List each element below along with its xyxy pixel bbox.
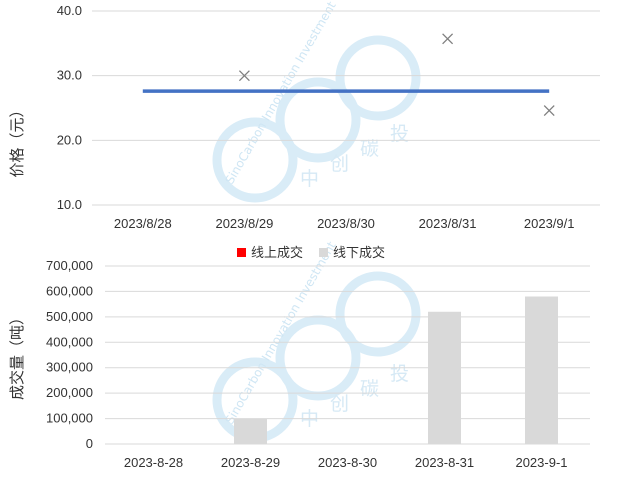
legend-label: 线下成交 [333, 245, 385, 261]
price-x-tick: 2023/8/28 [114, 216, 172, 231]
price-point-marker [442, 33, 454, 45]
price-chart: 10.0 20.0 30.0 40.0 2023/8/28 2023/8/29 2023/8… [8, 3, 600, 231]
volume-y-tick: 0 [86, 436, 93, 451]
price-y-tick: 20.0 [57, 132, 82, 147]
volume-chart: 0 100,000 200,000 300,000 400,000 500,000 600,… [8, 245, 590, 470]
price-point-marker [238, 70, 250, 82]
watermark-logo-bottom: SinoCarbon Innovation Investment 中 创 碳 投 [212, 239, 421, 443]
volume-x-tick: 2023-8-29 [221, 455, 280, 470]
volume-y-tick: 500,000 [46, 309, 93, 324]
watermark-cn-1: 中 [300, 168, 319, 190]
price-x-tick: 2023/8/31 [419, 216, 477, 231]
watermark-logo-top: SinoCarbon Innovation Investment 中 创 碳 投 [212, 0, 421, 203]
legend-label: 线上成交 [251, 245, 303, 261]
volume-bar-offline [525, 296, 558, 444]
price-x-tick: 2023/8/29 [215, 216, 273, 231]
price-point-marker [543, 105, 555, 117]
price-y-tick: 10.0 [57, 197, 82, 212]
price-y-tick: 40.0 [57, 3, 82, 18]
watermark-cn-3: 碳 [360, 138, 379, 160]
price-y-tick: 30.0 [57, 68, 82, 83]
watermark-cn-8: 投 [390, 363, 409, 385]
watermark-cn-6: 创 [330, 393, 349, 415]
watermark-cn-7: 碳 [360, 378, 379, 400]
volume-x-tick: 2023-9-1 [515, 455, 567, 470]
watermark-cn-4: 投 [390, 123, 409, 145]
volume-y-tick: 200,000 [46, 385, 93, 400]
price-y-axis-label: 价格（元） [8, 102, 26, 177]
legend-swatch [237, 248, 246, 257]
volume-y-axis-label: 成交量（吨） [8, 310, 26, 400]
volume-x-tick: 2023-8-28 [124, 455, 183, 470]
volume-x-tick: 2023-8-31 [415, 455, 474, 470]
volume-y-tick: 400,000 [46, 334, 93, 349]
volume-y-tick: 600,000 [46, 283, 93, 298]
volume-x-tick: 2023-8-30 [318, 455, 377, 470]
volume-y-tick: 300,000 [46, 360, 93, 375]
volume-y-tick: 100,000 [46, 411, 93, 426]
volume-bar-offline [428, 311, 461, 444]
legend-swatch [319, 248, 328, 257]
watermark-cn-2: 创 [330, 153, 349, 175]
price-x-tick: 2023/8/30 [317, 216, 375, 231]
volume-bar-offline [234, 418, 267, 444]
price-x-tick: 2023/9/1 [524, 216, 575, 231]
volume-y-tick: 700,000 [46, 258, 93, 273]
